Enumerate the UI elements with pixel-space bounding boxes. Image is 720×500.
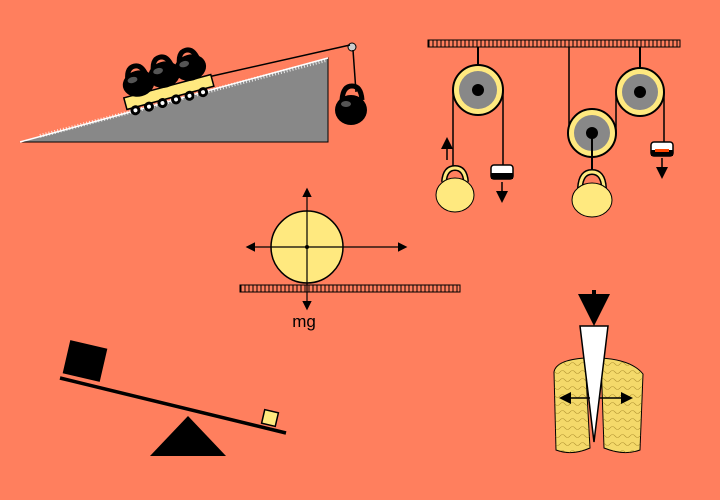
lever-fulcrum [150, 416, 226, 456]
force-label-mg: mg [292, 312, 316, 331]
top-pulley [347, 42, 357, 52]
ceiling-beam [427, 39, 681, 48]
cart-kettlebell-1 [122, 63, 155, 97]
small-weight-left [490, 164, 514, 180]
cart-wheels [130, 87, 209, 116]
cart-kettlebell-2 [148, 54, 181, 88]
pulley-left-axle [472, 84, 484, 96]
kettlebell-left-yellow [435, 164, 475, 213]
ground-surface [239, 284, 461, 293]
wedge-log [553, 290, 644, 454]
hanging-kettlebell-left [335, 83, 367, 125]
cart-on-incline [122, 47, 215, 116]
pulley-right-axle [634, 86, 646, 98]
small-weight-right [650, 141, 674, 157]
cart-kettlebell-3 [174, 47, 207, 81]
ball-center [305, 245, 309, 249]
lever [59, 340, 287, 456]
lever-heavy-block [62, 340, 108, 382]
wedge [579, 325, 609, 443]
free-body-diagram: mg [239, 187, 461, 331]
cart-rope [207, 44, 351, 78]
inclined-plane-group [19, 42, 367, 143]
log-grain-left [554, 358, 590, 453]
kettlebell-right-yellow [571, 168, 613, 218]
lever-light-block [260, 408, 280, 428]
log-grain-right [601, 358, 643, 453]
pulley-system [427, 39, 681, 218]
lever-plank [59, 376, 287, 435]
